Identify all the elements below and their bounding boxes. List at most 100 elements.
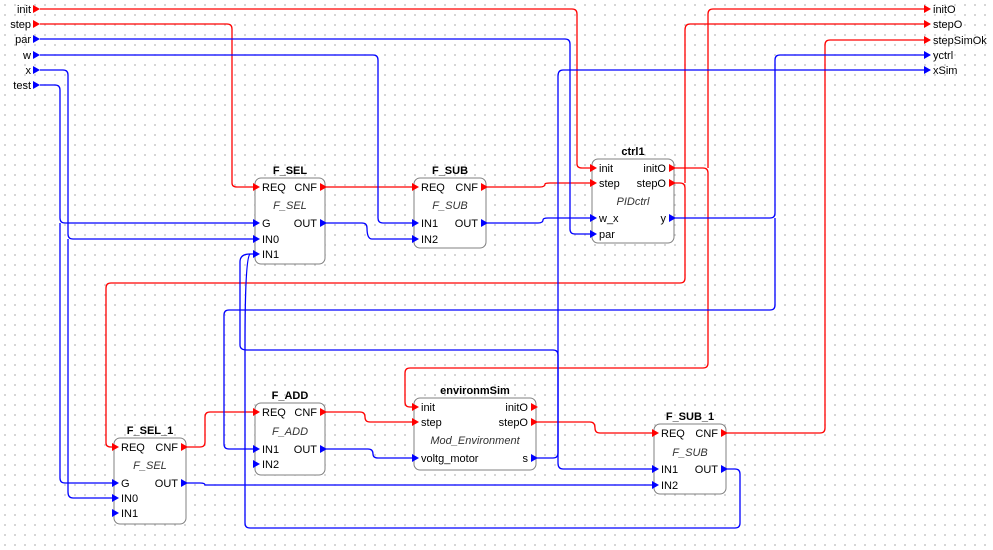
wire-init-to-ctrl1-init[interactable] (40, 8, 595, 169)
event-input-port-step[interactable] (590, 179, 597, 187)
wire-ctrl1-stepo-to-fsel1-req[interactable] (105, 182, 686, 448)
data-input-port-IN1[interactable] (112, 509, 119, 517)
data-input-port-IN1[interactable] (253, 445, 260, 453)
output-port-stepO[interactable] (924, 20, 931, 28)
wire-par-to-ctrl1-par[interactable] (40, 38, 595, 235)
event-input-port-REQ[interactable] (112, 443, 119, 451)
output-stepO[interactable]: stepO (924, 19, 963, 31)
data-input-port-par[interactable] (590, 230, 597, 238)
data-input-port-IN0[interactable] (253, 235, 260, 243)
wire-fsub1-out-to-fsel-in1[interactable] (244, 253, 741, 529)
event-output-port-stepO[interactable] (669, 179, 676, 187)
event-input-port-init[interactable] (590, 164, 597, 172)
block-body[interactable] (413, 177, 487, 249)
wire-w-to-fsub-in1[interactable] (40, 54, 417, 224)
event-output-port-CNF[interactable] (320, 408, 327, 416)
event-input-port-init[interactable] (412, 403, 419, 411)
wire-x-to-fsel1-in0[interactable] (67, 239, 117, 499)
wire-envsim-stepo-to-fsub1-req[interactable] (535, 421, 657, 434)
wire-fsub-cnf-to-ctrl1-step[interactable] (485, 182, 595, 188)
input-par[interactable]: par (15, 34, 40, 46)
event-output-port-CNF[interactable] (481, 183, 488, 191)
wire-ctrl1-y-to-yctrl-out[interactable] (673, 54, 930, 219)
output-yctrl[interactable]: yctrl (924, 50, 953, 62)
event-output-port-initO[interactable] (531, 403, 538, 411)
output-port-xSim[interactable] (924, 66, 931, 74)
wire-ctrl1-inito-to-inito-out[interactable] (707, 8, 930, 168)
input-port-w[interactable] (33, 51, 40, 59)
wire-fsub1-cnf-to-stepsimok-out[interactable] (725, 39, 930, 434)
event-input-port-REQ[interactable] (652, 429, 659, 437)
wire-envsim-s-to-xsim-out[interactable] (557, 69, 930, 458)
data-input-port-IN1[interactable] (253, 250, 260, 258)
block-body[interactable] (413, 397, 537, 471)
input-x[interactable]: x (26, 65, 41, 77)
input-port-x[interactable] (33, 66, 40, 74)
wire-envsim-s-to-fsub1-in1[interactable] (557, 458, 657, 470)
wire-test-to-fsel-g[interactable] (40, 84, 258, 224)
wire-fsel1-out-to-fsub1-in2[interactable] (185, 482, 657, 486)
output-port-initO[interactable] (924, 5, 931, 13)
event-output-port-CNF[interactable] (181, 443, 188, 451)
data-input-port-IN1[interactable] (412, 219, 419, 227)
block-body[interactable] (653, 423, 727, 495)
input-step[interactable]: step (10, 19, 40, 31)
event-input-port-REQ[interactable] (253, 183, 260, 191)
data-output-port-OUT[interactable] (320, 219, 327, 227)
wire-ctrl1-inito-to-envsim-init[interactable] (404, 167, 709, 408)
output-port-yctrl[interactable] (924, 51, 931, 59)
data-input-port-IN2[interactable] (652, 481, 659, 489)
data-output-port-OUT[interactable] (320, 445, 327, 453)
data-output-port-OUT[interactable] (181, 479, 188, 487)
data-input-port-IN2[interactable] (253, 460, 260, 468)
wire-fsel-out-to-fsub-in2[interactable] (324, 222, 417, 240)
event-output-port-CNF[interactable] (320, 183, 327, 191)
wire-test-to-fsel1-g[interactable] (59, 223, 117, 484)
block-body[interactable] (254, 402, 326, 476)
wire-fsub-out-to-ctrl1-wx[interactable] (485, 217, 595, 224)
output-initO[interactable]: initO (924, 4, 956, 16)
data-output-port-y[interactable] (669, 214, 676, 222)
data-output-port-OUT[interactable] (481, 219, 488, 227)
output-port-stepSimOk[interactable] (924, 36, 931, 44)
event-output-port-CNF[interactable] (721, 429, 728, 437)
wire-ctrl1-stepo-to-stepo-out[interactable] (684, 23, 930, 183)
input-port-step[interactable] (33, 20, 40, 28)
input-port-par[interactable] (33, 35, 40, 43)
input-port-test[interactable] (33, 81, 40, 89)
data-input-port-voltg_motor[interactable] (412, 454, 419, 462)
input-port-init[interactable] (33, 5, 40, 13)
data-input-port-IN0[interactable] (112, 494, 119, 502)
event-output-port-stepO[interactable] (531, 418, 538, 426)
data-output-port-OUT[interactable] (721, 465, 728, 473)
output-xSim[interactable]: xSim (924, 65, 957, 77)
data-input-port-G[interactable] (112, 479, 119, 487)
block-environmsim[interactable]: environmSiminitstepinitOstepOMod_Environ… (412, 385, 538, 471)
event-output-port-initO[interactable] (669, 164, 676, 172)
event-input-port-REQ[interactable] (412, 183, 419, 191)
input-init[interactable]: init (17, 4, 40, 16)
wire-fsel1-cnf-to-fadd-req[interactable] (185, 411, 258, 448)
wire-step-to-fsel-req[interactable] (40, 23, 258, 188)
block-body[interactable] (591, 158, 675, 244)
data-input-port-IN2[interactable] (412, 235, 419, 243)
event-input-port-REQ[interactable] (253, 408, 260, 416)
data-input-port-IN1[interactable] (652, 465, 659, 473)
wire-fadd-out-to-envsim-voltg[interactable] (324, 448, 417, 459)
input-test[interactable]: test (13, 80, 40, 92)
wire-ctrl1-y-to-fadd-in1[interactable] (223, 218, 776, 450)
wire-x-to-fsel-in0[interactable] (40, 69, 258, 240)
data-output-port-s[interactable] (531, 454, 538, 462)
output-stepSimOk[interactable]: stepSimOk (924, 35, 987, 47)
event-input-port-step[interactable] (412, 418, 419, 426)
data-input-port-G[interactable] (253, 219, 260, 227)
wire-fadd-cnf-to-envsim-step[interactable] (324, 411, 417, 423)
data-input-port-w_x[interactable] (590, 214, 597, 222)
input-w[interactable]: w (22, 50, 40, 62)
